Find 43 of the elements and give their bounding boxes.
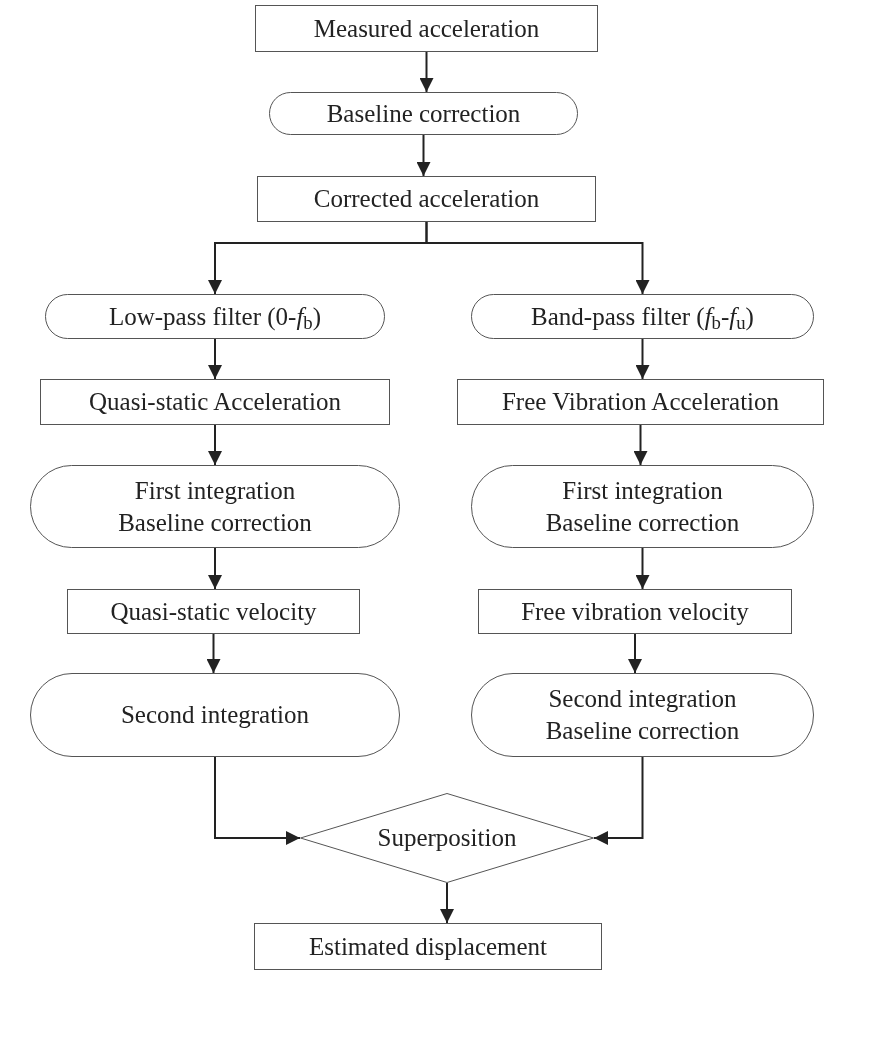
- arrow: [208, 338, 222, 380]
- node-label: Baseline correction: [118, 507, 312, 538]
- node-label: Superposition: [377, 823, 517, 853]
- node-label: Baseline correction: [326, 98, 521, 129]
- arrow: [419, 51, 434, 93]
- process-box: [478, 589, 792, 634]
- node-label: Measured acceleration: [313, 13, 540, 44]
- node-label: First integration: [134, 475, 296, 506]
- rounded-process-box: [45, 294, 385, 339]
- node-label: Estimated displacement: [308, 931, 548, 962]
- node-label: Quasi-static Acceleration: [89, 387, 341, 417]
- arrow: [633, 424, 648, 466]
- node-label: Quasi-static velocity: [110, 596, 317, 627]
- arrow: [214, 756, 301, 845]
- arrow: [635, 547, 650, 590]
- arrow: [206, 633, 221, 674]
- arrow: [416, 134, 431, 177]
- node-label: Corrected acceleration: [313, 184, 540, 214]
- rounded-process-box: [471, 294, 814, 339]
- process-box: [254, 923, 602, 970]
- process-box: [255, 5, 598, 52]
- arrow: [628, 633, 642, 674]
- arrow: [635, 338, 650, 380]
- process-box: [40, 379, 390, 425]
- arrow: [425, 221, 650, 295]
- node-label: Free vibration velocity: [521, 596, 749, 627]
- node-label: Free Vibration Acceleration: [501, 387, 780, 417]
- arrow: [208, 547, 222, 590]
- node-label: First integration: [562, 475, 723, 506]
- rounded-process-box: [269, 92, 578, 135]
- node-label: Baseline correction: [545, 716, 740, 746]
- process-box: [257, 176, 596, 222]
- process-box: [67, 589, 360, 634]
- node-label: Band-pass filter (f$_{b}$-f$_{u}$): [531, 301, 754, 333]
- node-label: Second integration: [120, 700, 310, 730]
- arrow: [440, 882, 454, 924]
- arrow: [593, 756, 644, 845]
- node-label: Second integration: [548, 684, 737, 714]
- process-box: [457, 379, 824, 425]
- arrow: [208, 424, 222, 466]
- node-label: Low-pass filter (0-f$_{b}$): [108, 301, 322, 333]
- decision-diamond: [300, 793, 594, 883]
- node-label: Baseline correction: [545, 507, 740, 538]
